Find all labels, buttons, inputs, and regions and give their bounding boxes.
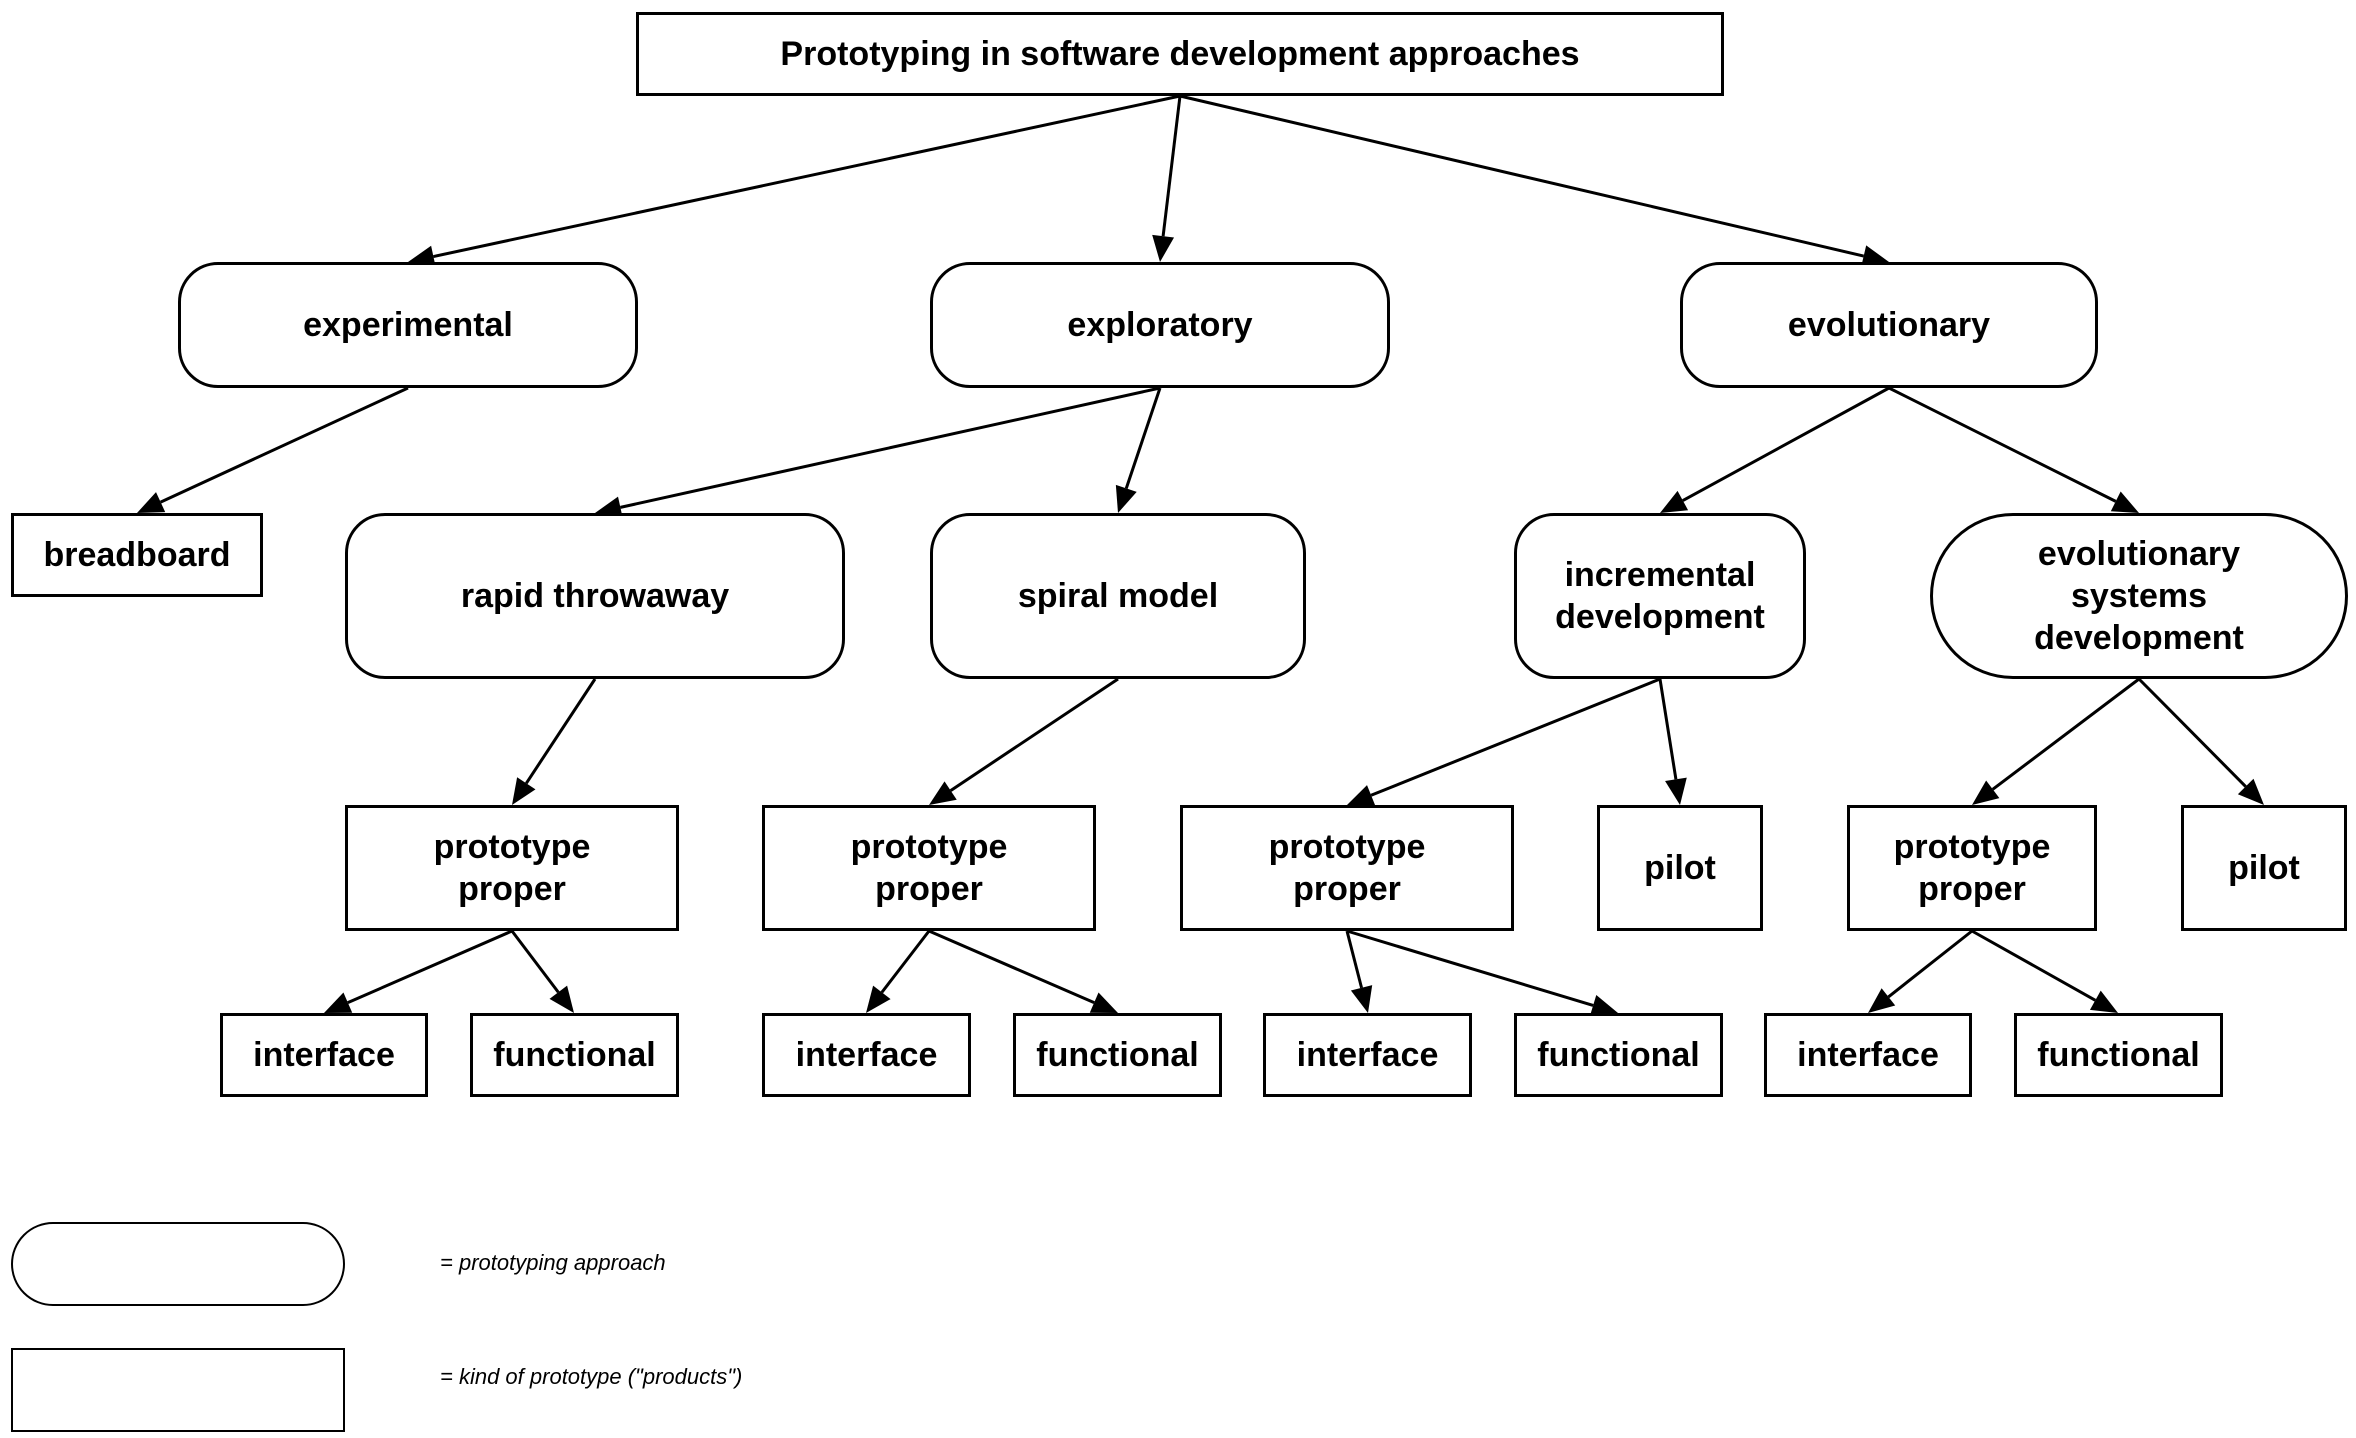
edge-incremental-prototype-proper-arrow xyxy=(1347,677,1661,806)
edge-evolutionary-systems-pilot-arrow xyxy=(2137,677,2264,805)
node-spiral-model: spiral model xyxy=(930,513,1306,679)
edge-prototype-proper-1-functional-arrow xyxy=(510,930,574,1013)
node-functional-1: functional xyxy=(470,1013,679,1097)
edge-prototype-proper-2-functional-arrow xyxy=(928,929,1118,1013)
edge-prototype-proper-4-interface-arrow xyxy=(1868,929,1973,1013)
edge-rapid-throwaway-prototype-proper-line xyxy=(525,678,597,785)
edge-evolutionary-evolutionary-systems-arrowhead xyxy=(2110,491,2139,513)
edge-incremental-pilot-arrow xyxy=(1658,678,1687,805)
node-prototype-proper-1: prototype proper xyxy=(345,805,679,931)
edge-evolutionary-incremental-line xyxy=(1682,386,1890,502)
node-pilot-1: pilot xyxy=(1597,805,1763,931)
edge-spiral-model-prototype-proper-arrowhead xyxy=(929,781,957,805)
diagram-title: Prototyping in software development appr… xyxy=(636,12,1724,96)
edge-prototype-proper-1-interface-arrowhead xyxy=(324,992,353,1013)
node-breadboard: breadboard xyxy=(11,513,263,597)
node-prototype-proper-3: prototype proper xyxy=(1180,805,1514,931)
edge-prototype-proper-1-functional-arrowhead xyxy=(549,985,574,1013)
edge-prototype-proper-4-functional-arrowhead xyxy=(2089,990,2118,1013)
node-evolutionary: evolutionary xyxy=(1680,262,2098,388)
edge-title-experimental-arrowhead xyxy=(408,245,436,268)
edge-prototype-proper-4-functional-line xyxy=(1971,929,2097,1002)
edge-evolutionary-systems-prototype-proper-line xyxy=(1991,677,2140,791)
edge-title-exploratory-arrow xyxy=(1152,95,1182,262)
node-functional-2: functional xyxy=(1013,1013,1222,1097)
edge-prototype-proper-2-functional-line xyxy=(928,929,1095,1005)
edge-exploratory-spiral-model-arrow xyxy=(1115,387,1162,513)
edge-prototype-proper-2-interface-arrowhead xyxy=(866,985,891,1013)
edge-evolutionary-systems-pilot-arrowhead xyxy=(2237,778,2264,805)
edge-evolutionary-systems-prototype-proper-arrow xyxy=(1972,677,2140,805)
edge-exploratory-spiral-model-line xyxy=(1124,387,1162,489)
edge-evolutionary-incremental-arrow xyxy=(1660,386,1890,513)
edge-title-exploratory-line xyxy=(1161,95,1182,237)
edge-experimental-breadboard-arrowhead xyxy=(137,492,166,513)
edge-incremental-pilot-line xyxy=(1658,678,1678,780)
edge-evolutionary-systems-pilot-line xyxy=(2137,677,2247,788)
edge-title-exploratory-arrowhead xyxy=(1152,234,1175,262)
edge-exploratory-rapid-throwaway-line xyxy=(620,386,1161,509)
node-interface-1: interface xyxy=(220,1013,428,1097)
edge-exploratory-rapid-throwaway-arrow xyxy=(595,386,1161,519)
edge-prototype-proper-4-interface-arrowhead xyxy=(1868,988,1896,1013)
legend-approach-shape xyxy=(11,1222,345,1306)
node-interface-4: interface xyxy=(1764,1013,1972,1097)
edge-prototype-proper-2-interface-arrow xyxy=(866,930,931,1013)
node-functional-4: functional xyxy=(2014,1013,2223,1097)
node-incremental-development: incremental development xyxy=(1514,513,1806,679)
edge-experimental-breadboard-arrow xyxy=(137,386,409,513)
node-exploratory: exploratory xyxy=(930,262,1390,388)
edge-prototype-proper-1-interface-line xyxy=(347,929,513,1004)
edge-rapid-throwaway-prototype-proper-arrow xyxy=(512,678,597,805)
edge-rapid-throwaway-prototype-proper-arrowhead xyxy=(512,777,536,805)
edge-prototype-proper-1-functional-line xyxy=(510,930,560,994)
node-evolutionary-systems-development: evolutionary systems development xyxy=(1930,513,2348,679)
edge-prototype-proper-3-functional-arrowhead xyxy=(1589,994,1618,1016)
edge-prototype-proper-3-functional-line xyxy=(1346,929,1594,1007)
edge-prototype-proper-3-interface-arrow xyxy=(1345,930,1373,1013)
node-rapid-throwaway: rapid throwaway xyxy=(345,513,845,679)
edge-prototype-proper-4-interface-line xyxy=(1887,929,1973,999)
edge-spiral-model-prototype-proper-line xyxy=(949,677,1119,792)
node-prototype-proper-4: prototype proper xyxy=(1847,805,2097,931)
node-interface-3: interface xyxy=(1263,1013,1472,1097)
edge-title-evolutionary-line xyxy=(1179,94,1865,258)
edge-title-evolutionary-arrowhead xyxy=(1861,245,1889,267)
node-interface-2: interface xyxy=(762,1013,971,1097)
edge-title-evolutionary-arrow xyxy=(1179,94,1889,267)
legend-kind-shape xyxy=(11,1348,345,1432)
node-pilot-2: pilot xyxy=(2181,805,2347,931)
legend-kind-label: = kind of prototype ("products") xyxy=(440,1364,743,1389)
edge-prototype-proper-2-functional-arrowhead xyxy=(1089,992,1118,1013)
edge-experimental-breadboard-line xyxy=(159,386,409,504)
edge-prototype-proper-1-interface-arrow xyxy=(324,929,513,1013)
edge-prototype-proper-3-interface-line xyxy=(1345,930,1364,989)
edge-evolutionary-systems-prototype-proper-arrowhead xyxy=(1972,780,2000,805)
edge-incremental-prototype-proper-line xyxy=(1370,677,1661,797)
edge-title-experimental-arrow xyxy=(408,94,1181,268)
edge-prototype-proper-3-functional-arrow xyxy=(1346,929,1618,1016)
edge-exploratory-spiral-model-arrowhead xyxy=(1115,484,1137,513)
node-functional-3: functional xyxy=(1514,1013,1723,1097)
legend-approach-label: = prototyping approach xyxy=(440,1250,666,1275)
edge-prototype-proper-4-functional-arrow xyxy=(1971,929,2118,1013)
edge-incremental-pilot-arrowhead xyxy=(1665,777,1687,805)
edge-evolutionary-evolutionary-systems-line xyxy=(1888,386,2117,503)
edge-incremental-prototype-proper-arrowhead xyxy=(1347,785,1376,806)
edge-prototype-proper-2-interface-line xyxy=(880,930,931,994)
edge-title-experimental-line xyxy=(433,94,1181,259)
edge-exploratory-rapid-throwaway-arrowhead xyxy=(595,496,623,519)
edge-evolutionary-incremental-arrowhead xyxy=(1660,490,1689,513)
edge-evolutionary-evolutionary-systems-arrow xyxy=(1888,386,2139,513)
node-prototype-proper-2: prototype proper xyxy=(762,805,1096,931)
edge-prototype-proper-3-interface-arrowhead xyxy=(1350,985,1373,1013)
edge-spiral-model-prototype-proper-arrow xyxy=(929,677,1119,805)
node-experimental: experimental xyxy=(178,262,638,388)
